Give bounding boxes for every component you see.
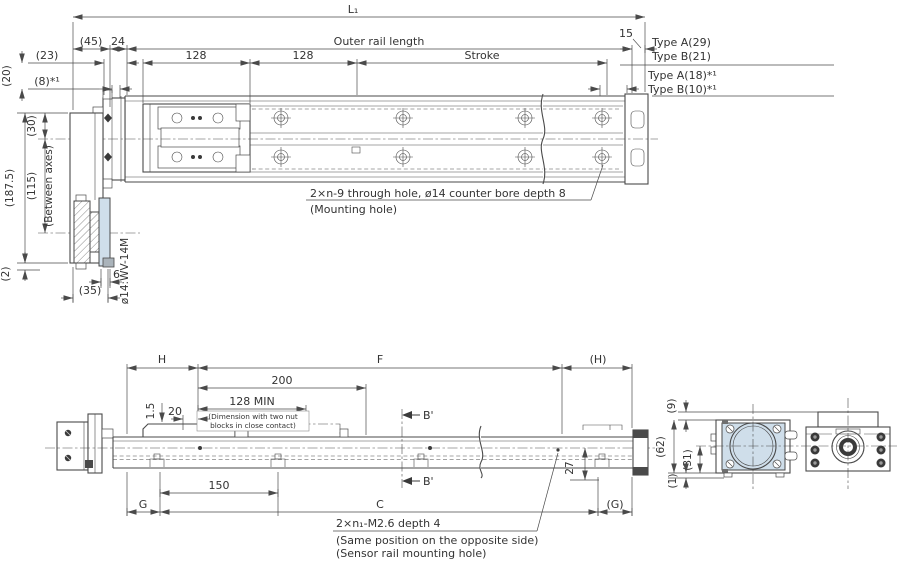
- dim-24: 24: [111, 35, 125, 48]
- sensor-magnet: [351, 146, 361, 154]
- bearing-marker: [104, 113, 112, 123]
- flange-pin: [784, 430, 798, 440]
- sensor-rail-clips: [149, 453, 610, 467]
- top-view: L₁ (45) 24 Outer rail length 15: [0, 3, 834, 304]
- dim-128-min: 128 MIN: [229, 395, 274, 408]
- dim-h: H: [158, 353, 166, 366]
- dim-2: (2): [0, 267, 12, 282]
- bearing-marker: [104, 152, 112, 162]
- dim-150: 150: [209, 479, 230, 492]
- centerlines-end: [696, 398, 897, 489]
- dim-overall-length: L₁: [348, 3, 359, 16]
- mounting-hole: [271, 147, 291, 167]
- note-mounting-hole-spec: 2×n-9 through hole, ø14 counter bore dep…: [310, 187, 566, 200]
- end-block-side: [582, 424, 649, 476]
- dim-f: F: [377, 353, 383, 366]
- dim-187-5: (187.5): [4, 169, 16, 207]
- note-nut-blocks-1: (Dimension with two nut: [208, 412, 298, 421]
- section-arrow-b-top: [402, 411, 412, 419]
- dim-62: (62): [655, 436, 667, 458]
- nut-block-note-box: [196, 410, 310, 432]
- side-view: B' B' H F (H) 200 128 MIN (Dimensio: [45, 353, 662, 560]
- dim-200: 200: [272, 374, 293, 387]
- dim-stroke: Stroke: [464, 49, 499, 62]
- section-label-b-top: B': [423, 409, 434, 422]
- mounting-hole: [592, 108, 612, 128]
- dim-128-a: 128: [186, 49, 207, 62]
- dim-g-paren: (G): [606, 498, 623, 511]
- section-markers: B' B': [198, 409, 560, 488]
- table-bolt: [171, 151, 183, 163]
- mounting-hole: [515, 108, 535, 128]
- label-between-axes: (Between axes): [43, 145, 55, 227]
- label-type-b-21: Type B(21): [651, 50, 711, 63]
- sensor-hole-point: [556, 448, 560, 452]
- motor-flange: [98, 197, 111, 267]
- motor-bolt: [75, 262, 87, 270]
- end-view: (9) (62) (31) (1): [655, 398, 897, 489]
- dim-23: (23): [36, 49, 59, 62]
- table-bolt: [171, 112, 183, 124]
- label-type-a-29: Type A(29): [651, 36, 711, 49]
- section-arrow-b-bottom: [402, 477, 412, 485]
- sensor-rail-clip: [594, 453, 610, 467]
- table-bolt: [212, 151, 224, 163]
- label-type-a-18: Type A(18)*¹: [647, 69, 717, 82]
- break-line-side: [478, 425, 484, 479]
- dim-31: (31): [682, 449, 694, 471]
- dim-outer-rail-length: Outer rail length: [334, 35, 425, 48]
- label-type-b-10: Type B(10)*¹: [647, 83, 717, 96]
- dim-45: (45): [80, 35, 103, 48]
- sensor-rail-clip: [270, 453, 286, 467]
- coupling-section: [89, 211, 100, 253]
- section-label-b-bottom: B': [423, 475, 434, 488]
- rail-body: [124, 95, 625, 183]
- dim-30: (30): [26, 115, 38, 137]
- motor-assembly: [69, 106, 115, 270]
- note-sensor-hole-spec: 2×n₁-M2.6 depth 4: [336, 517, 441, 530]
- centerlines-top: [38, 138, 658, 234]
- dim-115: (115): [26, 172, 38, 200]
- motor-flange-end-view: [710, 419, 798, 478]
- mounting-hole: [271, 108, 291, 128]
- note-sensor-rail: (Sensor rail mounting hole): [336, 547, 486, 560]
- carriage-table: [142, 103, 251, 173]
- dimensions-end: (9) (62) (31) (1): [655, 399, 818, 489]
- dim-h-paren: (H): [590, 353, 607, 366]
- table-bolt: [212, 112, 224, 124]
- sensor-rail-clip: [149, 453, 165, 467]
- motor-bolt: [75, 194, 87, 202]
- dim-1: (1): [667, 474, 679, 489]
- label-coupling-shaft: ø14:WV-14M: [119, 238, 131, 304]
- dimensions-top: L₁ (45) 24 Outer rail length 15: [0, 3, 834, 304]
- dim-g: G: [139, 498, 148, 511]
- dim-6: 6: [113, 268, 120, 281]
- dim-35: (35): [79, 284, 102, 297]
- note-nut-blocks-2: blocks in close contact): [210, 421, 296, 430]
- dim-20-vert: (20): [1, 65, 13, 87]
- flange-pin: [784, 451, 798, 461]
- dim-c: C: [376, 498, 384, 511]
- mounting-hole: [393, 147, 413, 167]
- sensor-rail-clip: [413, 453, 429, 467]
- mounting-hole: [592, 147, 612, 167]
- dim-15: 15: [619, 27, 633, 40]
- dimensions-side: H F (H) 200 128 MIN (Dimension with two …: [126, 353, 633, 560]
- flange-foot: [102, 257, 115, 268]
- mounting-hole: [515, 147, 535, 167]
- dim-1-5: 1.5: [145, 403, 157, 420]
- note-mounting-hole: (Mounting hole): [310, 203, 397, 216]
- dim-20: 20: [168, 405, 182, 418]
- mounting-holes: [271, 108, 612, 167]
- mounting-hole: [393, 108, 413, 128]
- motor-hub-section: [73, 200, 91, 264]
- dim-9: (9): [666, 399, 678, 414]
- dim-8: (8)*¹: [34, 75, 60, 88]
- dim-27: 27: [564, 461, 576, 474]
- note-opposite-side: (Same position on the opposite side): [336, 534, 538, 547]
- dim-128-b: 128: [293, 49, 314, 62]
- motor-block-side: [56, 413, 114, 474]
